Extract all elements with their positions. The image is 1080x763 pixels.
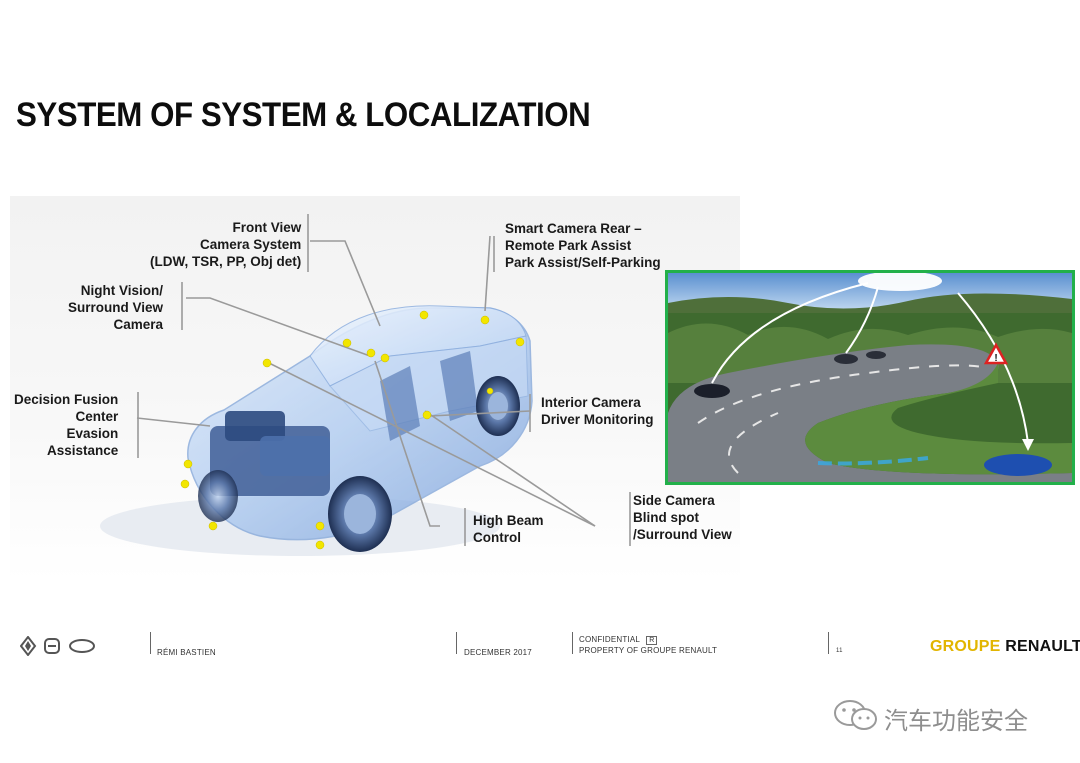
- footer-page-number: 11: [836, 648, 843, 654]
- label-line: Interior Camera: [541, 395, 641, 410]
- label-line: (LDW, TSR, PP, Obj det): [150, 254, 302, 269]
- label-line: Park Assist/Self-Parking: [505, 255, 661, 270]
- label-line: Camera System: [199, 237, 302, 252]
- road-scene-illustration: !: [668, 273, 1072, 482]
- label-line: Night Vision/: [80, 283, 164, 298]
- groupe-renault-logo: GROUPE RENAULT: [930, 638, 1080, 656]
- svg-text:!: !: [994, 353, 997, 364]
- label-smart-camera-rear: Smart Camera Rear – Remote Park Assist P…: [505, 220, 661, 271]
- brand-renault: RENAULT: [1005, 638, 1080, 655]
- label-line: Camera: [113, 317, 164, 332]
- dacia-logo-icon: [44, 638, 60, 654]
- label-line: Remote Park Assist: [505, 238, 632, 253]
- renault-diamond-icon: [20, 636, 37, 656]
- samsung-logo-icon: [69, 639, 95, 653]
- footer-separator: [572, 632, 573, 654]
- label-line: Control: [473, 530, 521, 545]
- label-line: High Beam: [473, 513, 544, 528]
- footer-author: RÉMI BASTIEN: [157, 648, 216, 657]
- brand-groupe: GROUPE: [930, 638, 1006, 655]
- label-decision-fusion: Decision Fusion Center Evasion Assistanc…: [14, 391, 118, 459]
- footer-property: PROPERTY OF GROUPE RENAULT: [579, 646, 718, 655]
- label-line: Front View: [232, 220, 302, 235]
- label-line: Assistance: [46, 443, 119, 458]
- label-line: Decision Fusion: [14, 392, 119, 407]
- confidential-label: CONFIDENTIAL: [579, 635, 640, 644]
- footer-separator: [150, 632, 151, 654]
- label-line: Side Camera: [633, 493, 715, 508]
- car-illustration: [100, 214, 631, 556]
- label-interior-camera: Interior Camera Driver Monitoring: [541, 394, 654, 428]
- footer-date: DECEMBER 2017: [464, 648, 532, 657]
- label-line: Smart Camera Rear –: [505, 221, 642, 236]
- label-high-beam: High Beam Control: [473, 512, 544, 546]
- footer-logos: [20, 636, 95, 656]
- footer-confidential: CONFIDENTIAL R: [579, 635, 658, 645]
- label-line: /Surround View: [633, 527, 732, 542]
- label-line: Evasion: [66, 426, 119, 441]
- confidential-badge: R: [646, 636, 658, 645]
- car-sensor-diagram: Front View Camera System (LDW, TSR, PP, …: [10, 196, 740, 581]
- watermark-text: 汽车功能安全: [884, 707, 1028, 735]
- slide-title: SYSTEM OF SYSTEM & LOCALIZATION: [16, 96, 591, 134]
- label-night-vision: Night Vision/ Surround View Camera: [68, 282, 163, 333]
- wechat-icon: [834, 700, 877, 730]
- label-side-camera: Side Camera Blind spot /Surround View: [633, 492, 732, 543]
- footer-separator: [828, 632, 829, 654]
- label-line: Center: [75, 409, 119, 424]
- label-front-view: Front View Camera System (LDW, TSR, PP, …: [150, 219, 301, 270]
- road-scene-image: !: [665, 270, 1075, 485]
- slide-footer: RÉMI BASTIEN DECEMBER 2017 CONFIDENTIAL …: [0, 630, 1080, 660]
- label-line: Blind spot: [633, 510, 699, 525]
- label-line: Surround View: [68, 300, 164, 315]
- footer-separator: [456, 632, 457, 654]
- label-line: Driver Monitoring: [541, 412, 654, 427]
